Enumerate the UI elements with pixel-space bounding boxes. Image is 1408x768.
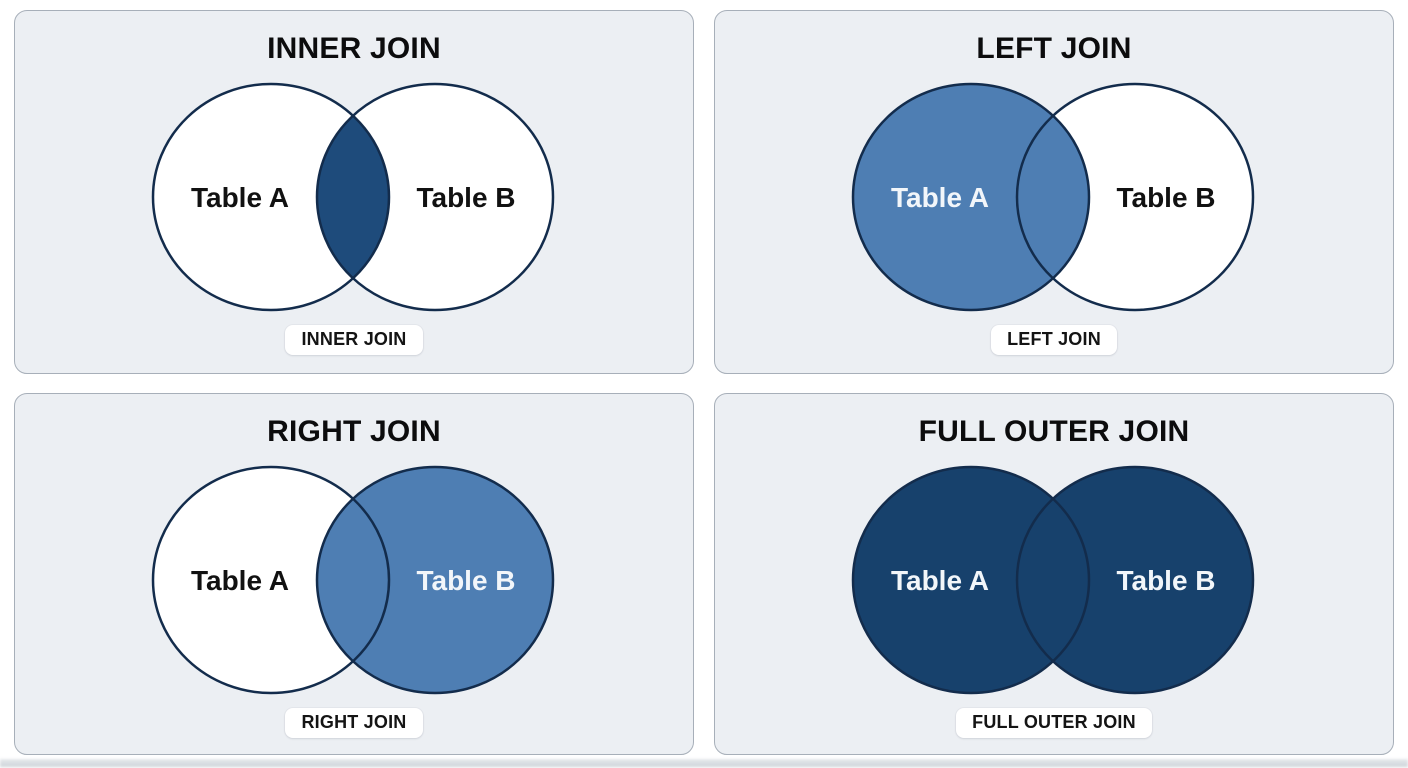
venn-diagram-right-join: Table A Table B (151, 465, 555, 695)
venn-diagram-inner-join: Table A Table B (151, 82, 555, 312)
card-left-join: LEFT JOIN Table A Table B LEFT JOIN (714, 10, 1394, 374)
table-a-label: Table A (191, 565, 289, 596)
circle-b-fill (1017, 84, 1253, 310)
table-a-label: Table A (191, 182, 289, 213)
circle-a-outline (151, 82, 391, 312)
join-badge: INNER JOIN (285, 325, 423, 355)
circle-a-fill (853, 84, 1089, 310)
circle-a-fill (153, 467, 389, 693)
card-inner-join: INNER JOIN Table A Table B INNER JOIN (14, 10, 694, 374)
circle-b-outline (315, 465, 555, 695)
circle-a-outline (151, 465, 391, 695)
card-full-outer-join: FULL OUTER JOIN Table A Table B FULL OUT… (714, 393, 1394, 755)
join-title: LEFT JOIN (976, 32, 1132, 65)
join-title: RIGHT JOIN (267, 415, 441, 448)
circle-a-fill (153, 84, 389, 310)
join-badge: FULL OUTER JOIN (956, 708, 1152, 738)
circle-a-outline (851, 465, 1091, 695)
table-b-label: Table B (416, 565, 515, 596)
circle-b-outline (315, 82, 555, 312)
table-b-label: Table B (1116, 565, 1215, 596)
card-right-join: RIGHT JOIN Table A Table B RIGHT JOIN (14, 393, 694, 755)
cropped-content-strip (0, 759, 1408, 767)
circle-b-outline (1015, 465, 1255, 695)
venn-diagram-left-join: Table A Table B (851, 82, 1255, 312)
join-badge: RIGHT JOIN (285, 708, 423, 738)
circle-a-fill (853, 467, 1089, 693)
circle-b-outline (1015, 82, 1255, 312)
circle-b-fill (317, 84, 553, 310)
circle-b-fill (1017, 467, 1253, 693)
table-b-label: Table B (1116, 182, 1215, 213)
join-badge: LEFT JOIN (991, 325, 1117, 355)
circle-b-fill (317, 467, 553, 693)
table-a-label: Table A (891, 565, 989, 596)
table-a-label: Table A (891, 182, 989, 213)
join-title: FULL OUTER JOIN (918, 415, 1190, 448)
venn-diagram-full-outer-join: Table A Table B (851, 465, 1255, 695)
circle-a-outline (851, 82, 1091, 312)
table-b-label: Table B (416, 182, 515, 213)
join-title: INNER JOIN (267, 32, 441, 65)
